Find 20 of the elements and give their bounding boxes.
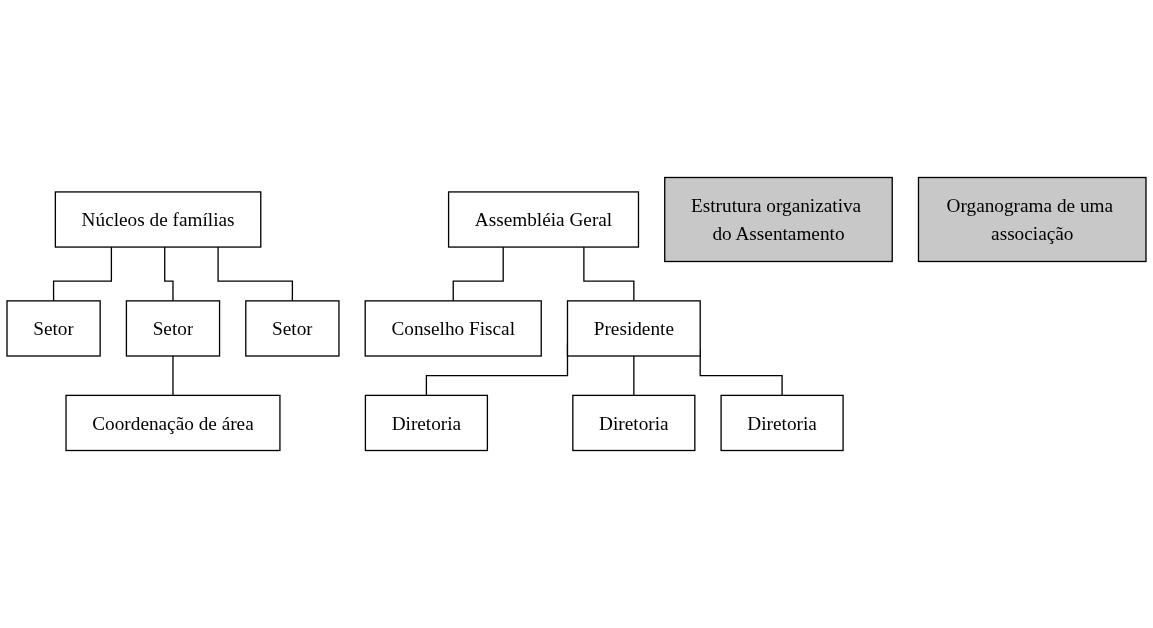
- node-box: Organograma de uma associação: [917, 176, 1147, 263]
- connector: [633, 355, 635, 397]
- connector: [164, 246, 174, 302]
- node-box: Setor: [245, 300, 340, 357]
- node-box: Setor: [125, 300, 221, 357]
- node-box: Núcleos de famílias: [54, 191, 262, 248]
- node-box: Conselho Fiscal: [364, 300, 542, 357]
- connector: [583, 246, 635, 302]
- node-box: Estrutura organizativa do Assentamento: [664, 176, 893, 263]
- connector: [452, 246, 504, 302]
- node-box: Diretoria: [720, 394, 844, 452]
- node-box: Presidente: [566, 300, 701, 357]
- connector: [52, 246, 113, 302]
- node-box: Diretoria: [364, 394, 489, 452]
- node-box: Diretoria: [572, 394, 696, 452]
- connector: [217, 246, 294, 302]
- node-box: Coordenação de área: [65, 394, 281, 452]
- connector: [172, 355, 174, 397]
- node-box: Assembléia Geral: [447, 191, 640, 248]
- node-box: Setor: [6, 300, 101, 357]
